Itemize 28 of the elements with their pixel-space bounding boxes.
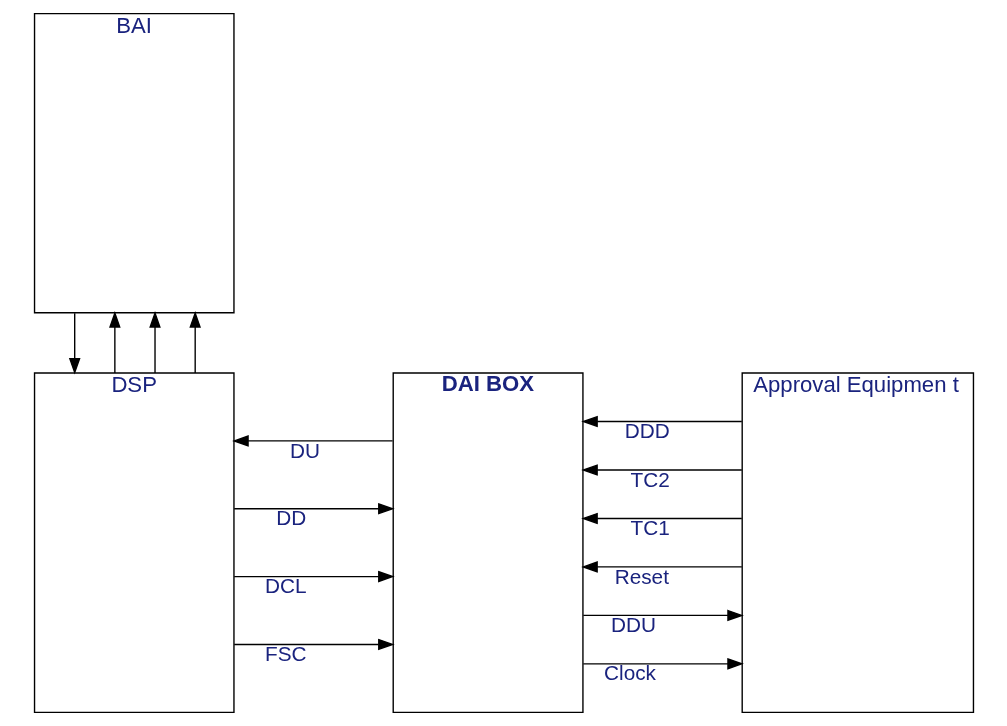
node-box: Approval Equipmen t: [741, 372, 974, 714]
arrow: [580, 512, 742, 525]
arrow: [68, 312, 81, 375]
arrow: [580, 464, 742, 476]
arrow: [580, 415, 742, 428]
arrow: [582, 658, 744, 670]
edge-label: DDD: [624, 419, 670, 443]
node-box: DSP: [33, 372, 235, 714]
arrow: [148, 311, 161, 374]
edge-label: DD: [275, 506, 306, 530]
edge-label: TC1: [629, 516, 670, 540]
edge-label: Clock: [603, 661, 656, 685]
node-box: DAI BOX: [392, 372, 584, 714]
arrow: [188, 311, 201, 374]
arrow: [580, 561, 742, 573]
node-box: BAI: [33, 13, 235, 314]
arrow: [233, 638, 395, 651]
edge-label: DU: [289, 438, 320, 462]
edge-label: FSC: [264, 642, 306, 666]
arrow: [108, 311, 121, 374]
arrow: [231, 435, 393, 447]
edge-label: TC2: [629, 467, 670, 491]
edge-label: DCL: [264, 574, 306, 598]
edge-label: DDU: [610, 613, 656, 637]
arrow: [582, 609, 744, 622]
edge-label: Reset: [614, 564, 669, 588]
arrow: [233, 502, 395, 515]
arrow: [233, 570, 395, 583]
